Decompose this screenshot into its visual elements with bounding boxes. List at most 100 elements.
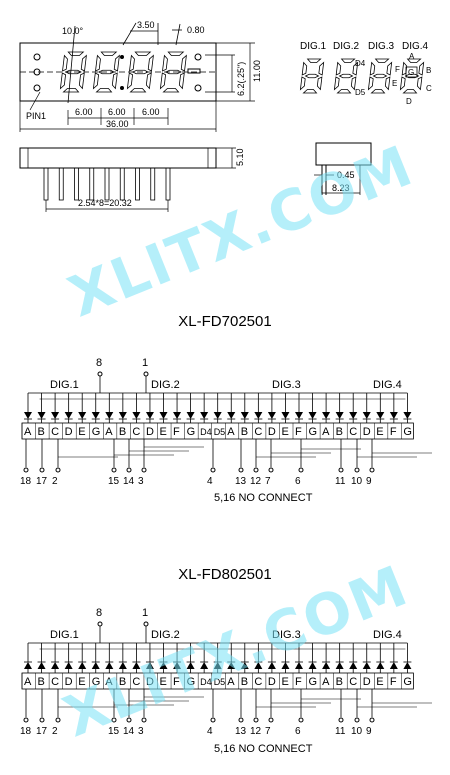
- bottom-pin-label: 9: [366, 476, 372, 487]
- diode-icon: [308, 412, 317, 419]
- diode-icon: [200, 662, 209, 669]
- bus-label: DIG.2: [151, 379, 180, 391]
- bus-label: DIG.1: [50, 379, 79, 391]
- segment-label: D: [363, 426, 371, 438]
- segment-label: E: [376, 426, 383, 438]
- diode-icon: [213, 662, 222, 669]
- bottom-pin-label: 10: [351, 476, 363, 487]
- diode-icon: [118, 662, 127, 669]
- segment-label: D: [268, 676, 276, 688]
- d5-label: D5: [355, 88, 366, 97]
- seg-c-label: C: [426, 84, 432, 93]
- bottom-pin-label: 15: [108, 726, 120, 737]
- dig4-label: DIG.4: [402, 41, 429, 52]
- segment-label: B: [241, 426, 248, 438]
- diode-icon: [37, 412, 46, 419]
- segment-label: G: [92, 426, 101, 438]
- front-digits: [59, 51, 187, 93]
- diode-icon: [376, 662, 385, 669]
- bottom-pin-label: 6: [295, 476, 301, 487]
- diode-icon: [186, 662, 195, 669]
- diode-icon: [322, 412, 331, 419]
- segment-label: C: [132, 426, 140, 438]
- segment-label: B: [119, 676, 126, 688]
- diode-icon: [267, 412, 276, 419]
- bottom-pin-label: 2: [52, 726, 58, 737]
- dig2-label: DIG.2: [333, 41, 360, 52]
- bottom-pin-label: 7: [265, 476, 271, 487]
- model-title-1: XL-FD702501: [178, 313, 272, 330]
- seg-b-label: B: [426, 66, 431, 75]
- diode-icon: [335, 662, 344, 669]
- model-title-2: XL-FD802501: [178, 566, 272, 583]
- bottom-pin-label: 13: [235, 726, 247, 737]
- dim-pitch-c: 6.00: [142, 107, 160, 117]
- segment-label: E: [281, 426, 288, 438]
- diode-icon: [362, 412, 371, 419]
- segment-label: G: [309, 676, 318, 688]
- segment-label: E: [78, 676, 85, 688]
- dim-pitch-a: 6.00: [75, 107, 93, 117]
- diode-icon: [64, 662, 73, 669]
- segment-label: A: [227, 426, 235, 438]
- segment-label: D4: [200, 427, 212, 437]
- bottom-pin-label: 7: [265, 726, 271, 737]
- dim-depth: 8.23: [332, 183, 350, 193]
- dim-seg-width: 3.50: [137, 20, 155, 30]
- bus-label: DIG.2: [151, 629, 180, 641]
- bottom-pin-label: 4: [207, 476, 213, 487]
- dim-total-len: 36.00: [106, 119, 129, 129]
- diode-icon: [403, 662, 412, 669]
- segment-label: F: [390, 426, 397, 438]
- diode-icon: [295, 412, 303, 419]
- diode-icon: [145, 662, 154, 669]
- segment-label: C: [349, 676, 357, 688]
- diode-icon: [91, 412, 100, 419]
- segment-label: B: [38, 676, 45, 688]
- seg-g-label: G: [408, 68, 414, 77]
- bottom-pin-label: 10: [351, 726, 363, 737]
- segment-label: E: [78, 426, 85, 438]
- diode-icon: [227, 412, 236, 419]
- segment-label: C: [349, 426, 357, 438]
- dig1-label: DIG.1: [300, 41, 327, 52]
- diode-icon: [132, 412, 141, 419]
- segment-label: E: [160, 426, 167, 438]
- diode-icon: [159, 662, 168, 669]
- segment-label: A: [322, 676, 330, 688]
- segment-label: A: [105, 676, 113, 688]
- side-pins: [43, 167, 171, 201]
- diode-icon: [91, 662, 100, 669]
- segment-label: F: [390, 676, 397, 688]
- bottom-pin-label: 14: [123, 476, 135, 487]
- diode-icon: [227, 662, 236, 669]
- diode-icon: [105, 662, 114, 669]
- bottom-pin-label: 11: [335, 726, 346, 737]
- segment-label: D5: [214, 427, 226, 437]
- diode-icon: [118, 412, 127, 419]
- diode-icon: [24, 412, 32, 419]
- diode-icon: [105, 412, 114, 419]
- bottom-pin-label: 12: [250, 726, 262, 737]
- bus-label: DIG.4: [373, 379, 402, 391]
- diode-icon: [159, 412, 168, 419]
- diode-icon: [335, 412, 344, 419]
- diode-icon: [173, 412, 182, 419]
- diode-icon: [254, 412, 263, 419]
- bottom-pin-label: 15: [108, 476, 120, 487]
- segment-label: B: [38, 426, 45, 438]
- diode-icon: [64, 412, 73, 419]
- segment-label: A: [227, 676, 235, 688]
- dim-pin-span: 2.54*8=20.32: [78, 198, 132, 208]
- segment-label: D: [363, 676, 371, 688]
- segment-label: D: [146, 676, 154, 688]
- diode-icon: [389, 662, 398, 669]
- dim-pitch-b: 6.00: [108, 107, 126, 117]
- bottom-pin-label: 17: [36, 476, 48, 487]
- bottom-pin-label: 13: [235, 476, 247, 487]
- dim-angle: 10.0°: [62, 26, 84, 36]
- segment-label: C: [51, 426, 59, 438]
- bottom-pin-label: 12: [250, 476, 262, 487]
- segment-label: G: [309, 426, 318, 438]
